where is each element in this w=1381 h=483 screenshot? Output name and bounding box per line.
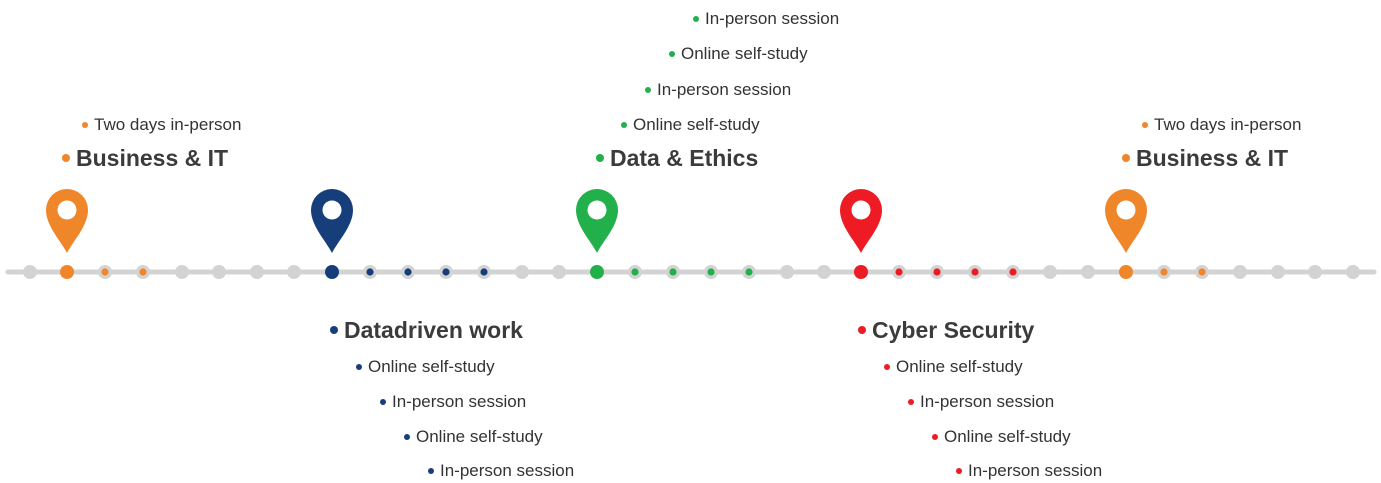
bullet-icon	[693, 16, 699, 22]
step-dot	[745, 268, 753, 276]
map-pin-icon	[1105, 189, 1147, 253]
bullet-icon	[621, 122, 627, 128]
bullet-icon	[932, 434, 938, 440]
bullet-icon	[356, 364, 362, 370]
milestone-1-item-1: Two days in-person	[82, 113, 241, 137]
milestone-dot	[1119, 265, 1133, 279]
milestone-2-item-1-label: Online self-study	[368, 357, 495, 376]
milestone-4-item-2-label: In-person session	[920, 392, 1055, 411]
bullet-icon	[82, 122, 88, 128]
step-dot	[631, 268, 639, 276]
step-dot	[366, 268, 374, 276]
bullet-icon	[884, 364, 890, 370]
milestone-3-item-2-label: In-person session	[657, 80, 792, 99]
milestone-4-title-label: Cyber Security	[872, 316, 1035, 343]
milestone-3-item-3: Online self-study	[669, 42, 808, 66]
bullet-icon	[908, 399, 914, 405]
milestone-dot	[325, 265, 339, 279]
milestone-3-item-4: In-person session	[693, 7, 839, 31]
milestone-3-item-1-label: Online self-study	[633, 115, 760, 134]
bullet-icon	[404, 434, 410, 440]
step-dot	[669, 268, 677, 276]
step-dot	[1198, 268, 1206, 276]
milestone-2-item-2-label: In-person session	[392, 392, 527, 411]
track-dot	[250, 265, 264, 279]
step-dot	[1160, 268, 1168, 276]
milestone-3-item-2: In-person session	[645, 78, 791, 102]
track-dot	[515, 265, 529, 279]
step-dot	[1009, 268, 1017, 276]
step-dot	[101, 268, 109, 276]
step-dot	[480, 268, 488, 276]
bullet-icon	[669, 51, 675, 57]
track-dot	[23, 265, 37, 279]
milestone-5-item-1-label: Two days in-person	[1154, 115, 1302, 134]
milestone-3-item-3-label: Online self-study	[681, 44, 808, 63]
milestone-dot	[590, 265, 604, 279]
milestone-2-item-3-label: Online self-study	[416, 427, 543, 446]
milestone-3-item-4-label: In-person session	[705, 9, 840, 28]
track-dot	[1346, 265, 1360, 279]
milestone-4-item-1: Online self-study	[884, 355, 1023, 379]
step-dot	[933, 268, 941, 276]
step-dot	[404, 268, 412, 276]
track-dot	[780, 265, 794, 279]
bullet-icon	[380, 399, 386, 405]
track-dot	[1081, 265, 1095, 279]
milestone-4-item-3: Online self-study	[932, 425, 1071, 449]
milestone-2-item-4-label: In-person session	[440, 461, 575, 480]
step-dot	[442, 268, 450, 276]
milestone-2-item-3: Online self-study	[404, 425, 543, 449]
bullet-icon	[858, 326, 866, 334]
milestone-4-item-3-label: Online self-study	[944, 427, 1071, 446]
bullet-icon	[1142, 122, 1148, 128]
map-pin-icon	[576, 189, 618, 253]
map-pin-icon	[840, 189, 882, 253]
track-dot	[175, 265, 189, 279]
milestone-3-title-label: Data & Ethics	[610, 144, 759, 171]
milestone-2-title: Datadriven work	[330, 315, 523, 345]
map-pin-icon	[46, 189, 88, 253]
milestone-2-item-4: In-person session	[428, 459, 574, 483]
milestone-3-item-1: Online self-study	[621, 113, 760, 137]
milestone-2-item-1: Online self-study	[356, 355, 495, 379]
milestone-1-title-label: Business & IT	[76, 144, 229, 171]
milestone-4-item-4-label: In-person session	[968, 461, 1103, 480]
milestone-4-title: Cyber Security	[858, 315, 1034, 345]
step-dot	[971, 268, 979, 276]
bullet-icon	[330, 326, 338, 334]
bullet-icon	[1122, 154, 1130, 162]
step-dot	[707, 268, 715, 276]
milestone-dot	[854, 265, 868, 279]
milestone-2-title-label: Datadriven work	[344, 316, 523, 343]
bullet-icon	[428, 468, 434, 474]
bullet-icon	[62, 154, 70, 162]
track-dot	[1271, 265, 1285, 279]
bullet-icon	[645, 87, 651, 93]
milestone-4-item-4: In-person session	[956, 459, 1102, 483]
track-dot	[552, 265, 566, 279]
milestone-dot	[60, 265, 74, 279]
bullet-icon	[956, 468, 962, 474]
map-pin-icon	[311, 189, 353, 253]
milestone-3-title: Data & Ethics	[596, 143, 758, 173]
milestone-5-title: Business & IT	[1122, 143, 1288, 173]
track-dot	[1233, 265, 1247, 279]
milestone-4-item-2: In-person session	[908, 390, 1054, 414]
bullet-icon	[596, 154, 604, 162]
track-dot	[817, 265, 831, 279]
milestone-1-item-1-label: Two days in-person	[94, 115, 242, 134]
milestone-4-item-1-label: Online self-study	[896, 357, 1023, 376]
track-dot	[287, 265, 301, 279]
track-dot	[212, 265, 226, 279]
milestone-5-title-label: Business & IT	[1136, 144, 1289, 171]
step-dot	[139, 268, 147, 276]
milestone-1-title: Business & IT	[62, 143, 228, 173]
step-dot	[895, 268, 903, 276]
track-dot	[1043, 265, 1057, 279]
milestone-5-item-1: Two days in-person	[1142, 113, 1301, 137]
track-dot	[1308, 265, 1322, 279]
milestone-2-item-2: In-person session	[380, 390, 526, 414]
